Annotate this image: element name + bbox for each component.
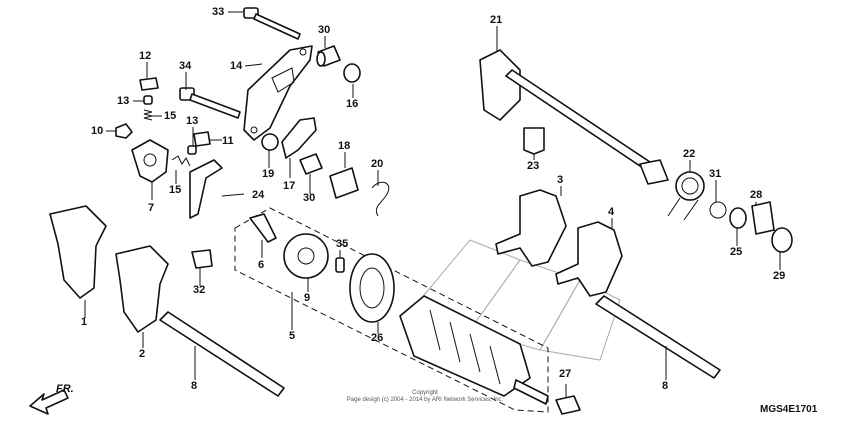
- label-14: 14: [230, 60, 243, 72]
- label-18: 18: [338, 140, 351, 152]
- label-13b: 13: [186, 115, 199, 127]
- label-9: 9: [304, 292, 311, 304]
- fr-arrow-icon: [29, 389, 69, 415]
- bolt-32: [191, 249, 213, 269]
- clip-11: [193, 131, 211, 147]
- label-15: 15: [164, 110, 177, 122]
- bolt-6: [249, 213, 277, 243]
- ring-16: [343, 63, 361, 83]
- label-17: 17: [283, 180, 296, 192]
- label-22: 22: [683, 148, 696, 160]
- clip-31: [709, 201, 727, 219]
- washer-25: [729, 207, 747, 229]
- ring-29: [771, 227, 793, 253]
- label-34: 34: [179, 60, 192, 72]
- label-5: 5: [289, 330, 296, 342]
- label-23: 23: [527, 160, 540, 172]
- label-4: 4: [608, 206, 615, 218]
- arm-17: [281, 117, 317, 159]
- gear-9: [283, 233, 329, 279]
- bearing-26: [349, 253, 395, 323]
- label-25: 25: [730, 246, 743, 258]
- label-30b: 30: [303, 192, 316, 204]
- label-8-right: 8: [662, 380, 669, 392]
- label-10: 10: [91, 125, 104, 137]
- label-26: 26: [371, 332, 384, 344]
- shift-drum: [399, 295, 549, 405]
- label-30: 30: [318, 24, 331, 36]
- label-3: 3: [557, 174, 564, 186]
- fork-4: [555, 221, 623, 297]
- fork-3: [495, 189, 567, 267]
- leader-lines: [84, 11, 781, 398]
- bolt-10: [115, 123, 133, 139]
- label-15b: 15: [169, 184, 182, 196]
- label-21: 21: [490, 14, 503, 26]
- spring-15b: [171, 155, 191, 167]
- label-16: 16: [346, 98, 359, 110]
- bolt-23: [523, 127, 545, 155]
- label-2: 2: [139, 348, 146, 360]
- shaft-8-right: [595, 295, 721, 379]
- label-31: 31: [709, 168, 722, 180]
- direction-label: FR.: [56, 383, 74, 395]
- plate-14: [243, 45, 313, 141]
- label-12: 12: [139, 50, 152, 62]
- spring-15: [143, 109, 153, 121]
- label-20: 20: [371, 158, 384, 170]
- shift-spindle-21: [479, 49, 669, 185]
- shaft-8-left: [159, 311, 285, 397]
- spring-22: [667, 171, 705, 221]
- label-8-left: 8: [191, 380, 198, 392]
- spring-plate-24: [189, 159, 223, 219]
- washer-19: [261, 133, 279, 151]
- collar-30b: [299, 153, 323, 175]
- copyright-notice: Copyright Page design (c) 2004 - 2014 by…: [330, 390, 520, 404]
- pin-35: [335, 257, 345, 273]
- label-33: 33: [212, 6, 225, 18]
- label-11: 11: [222, 135, 234, 147]
- copyright-line-1: Copyright: [412, 390, 438, 396]
- collar-27: [555, 395, 581, 415]
- label-13: 13: [117, 95, 130, 107]
- bearing-28: [751, 201, 775, 235]
- copyright-line-2: Page design (c) 2004 - 2014 by ARI Netwo…: [346, 397, 504, 403]
- label-19: 19: [262, 168, 275, 180]
- bolt-33: [243, 7, 301, 40]
- label-28: 28: [750, 189, 763, 201]
- fork-1: [49, 205, 107, 299]
- pin-13b: [187, 145, 197, 155]
- label-27: 27: [559, 368, 572, 380]
- collar-30: [316, 45, 341, 67]
- label-6: 6: [258, 259, 265, 271]
- label-1: 1: [81, 316, 88, 328]
- assembly-frame: [234, 207, 549, 413]
- pin-13: [143, 95, 153, 105]
- stopper-arm-7: [131, 139, 169, 183]
- spring-20: [371, 181, 390, 217]
- clip-12: [139, 77, 159, 91]
- diagram-code: MGS4E1701: [760, 404, 818, 415]
- stopper-18: [329, 167, 359, 199]
- label-7: 7: [148, 202, 155, 214]
- label-24: 24: [252, 189, 265, 201]
- label-29: 29: [773, 270, 786, 282]
- label-32: 32: [193, 284, 206, 296]
- label-35: 35: [336, 238, 349, 250]
- fork-2: [115, 245, 169, 333]
- bolt-34: [179, 87, 241, 119]
